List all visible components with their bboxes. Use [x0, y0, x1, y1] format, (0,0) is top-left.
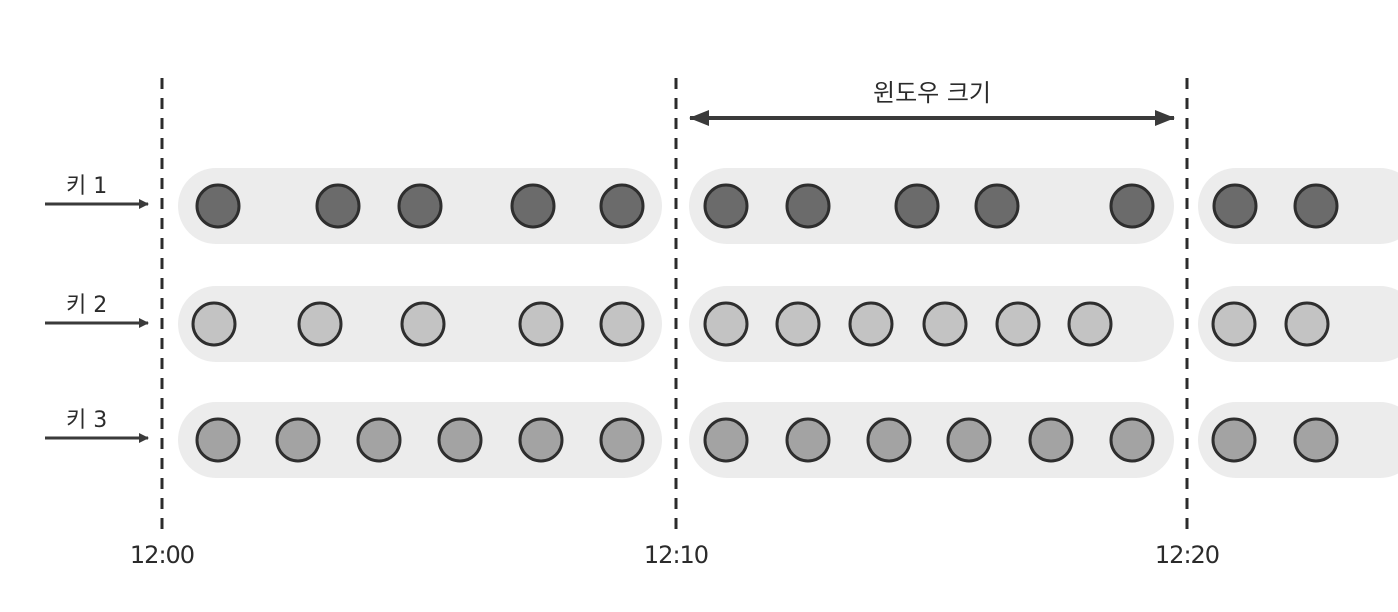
event-key2-w2-2 — [775, 301, 821, 347]
window-lane-key3-w2 — [689, 402, 1174, 478]
event-key3-w2-3 — [866, 417, 912, 463]
event-key3-w1-2 — [275, 417, 321, 463]
event-key1-w1-4 — [510, 183, 556, 229]
event-key3-w1-3 — [356, 417, 402, 463]
window-lane-key3-w1 — [178, 402, 662, 478]
event-key2-w1-4 — [518, 301, 564, 347]
event-key3-w2-1 — [703, 417, 749, 463]
event-circles — [191, 183, 1339, 463]
event-key3-w2-6 — [1109, 417, 1155, 463]
event-key3-w1-4 — [437, 417, 483, 463]
event-key2-w2-5 — [995, 301, 1041, 347]
event-key2-w2-6 — [1067, 301, 1113, 347]
event-key2-w2-4 — [922, 301, 968, 347]
event-key3-w1-1 — [195, 417, 241, 463]
time-label-1200: 12:00 — [130, 541, 194, 569]
event-key1-w2-5 — [1109, 183, 1155, 229]
event-key1-w2-2 — [785, 183, 831, 229]
event-key3-w1-5 — [518, 417, 564, 463]
key-3-label: 키 3 — [66, 408, 107, 433]
window-size-label: 윈도우 크기 — [873, 79, 991, 107]
event-key1-w1-5 — [599, 183, 645, 229]
event-key2-w1-1 — [191, 301, 237, 347]
event-key1-w3-2 — [1293, 183, 1339, 229]
key-2-label: 키 2 — [66, 293, 107, 318]
event-key1-w2-1 — [703, 183, 749, 229]
event-key2-w3-2 — [1284, 301, 1330, 347]
event-key3-w2-4 — [946, 417, 992, 463]
event-key3-w1-6 — [599, 417, 645, 463]
event-key3-w2-5 — [1028, 417, 1074, 463]
event-key2-w2-3 — [848, 301, 894, 347]
event-key1-w1-1 — [195, 183, 241, 229]
event-key1-w1-3 — [397, 183, 443, 229]
event-key3-w2-2 — [785, 417, 831, 463]
event-key1-w3-1 — [1212, 183, 1258, 229]
event-key1-w1-2 — [315, 183, 361, 229]
time-label-1210: 12:10 — [644, 541, 708, 569]
event-key3-w3-2 — [1293, 417, 1339, 463]
time-label-1220: 12:20 — [1155, 541, 1219, 569]
event-key2-w1-2 — [297, 301, 343, 347]
event-key1-w2-3 — [894, 183, 940, 229]
event-key2-w2-1 — [703, 301, 749, 347]
event-key2-w1-3 — [400, 301, 446, 347]
event-key2-w3-1 — [1211, 301, 1257, 347]
event-key1-w2-4 — [974, 183, 1020, 229]
key-1-label: 키 1 — [66, 174, 107, 199]
event-key2-w1-5 — [599, 301, 645, 347]
event-key3-w3-1 — [1211, 417, 1257, 463]
